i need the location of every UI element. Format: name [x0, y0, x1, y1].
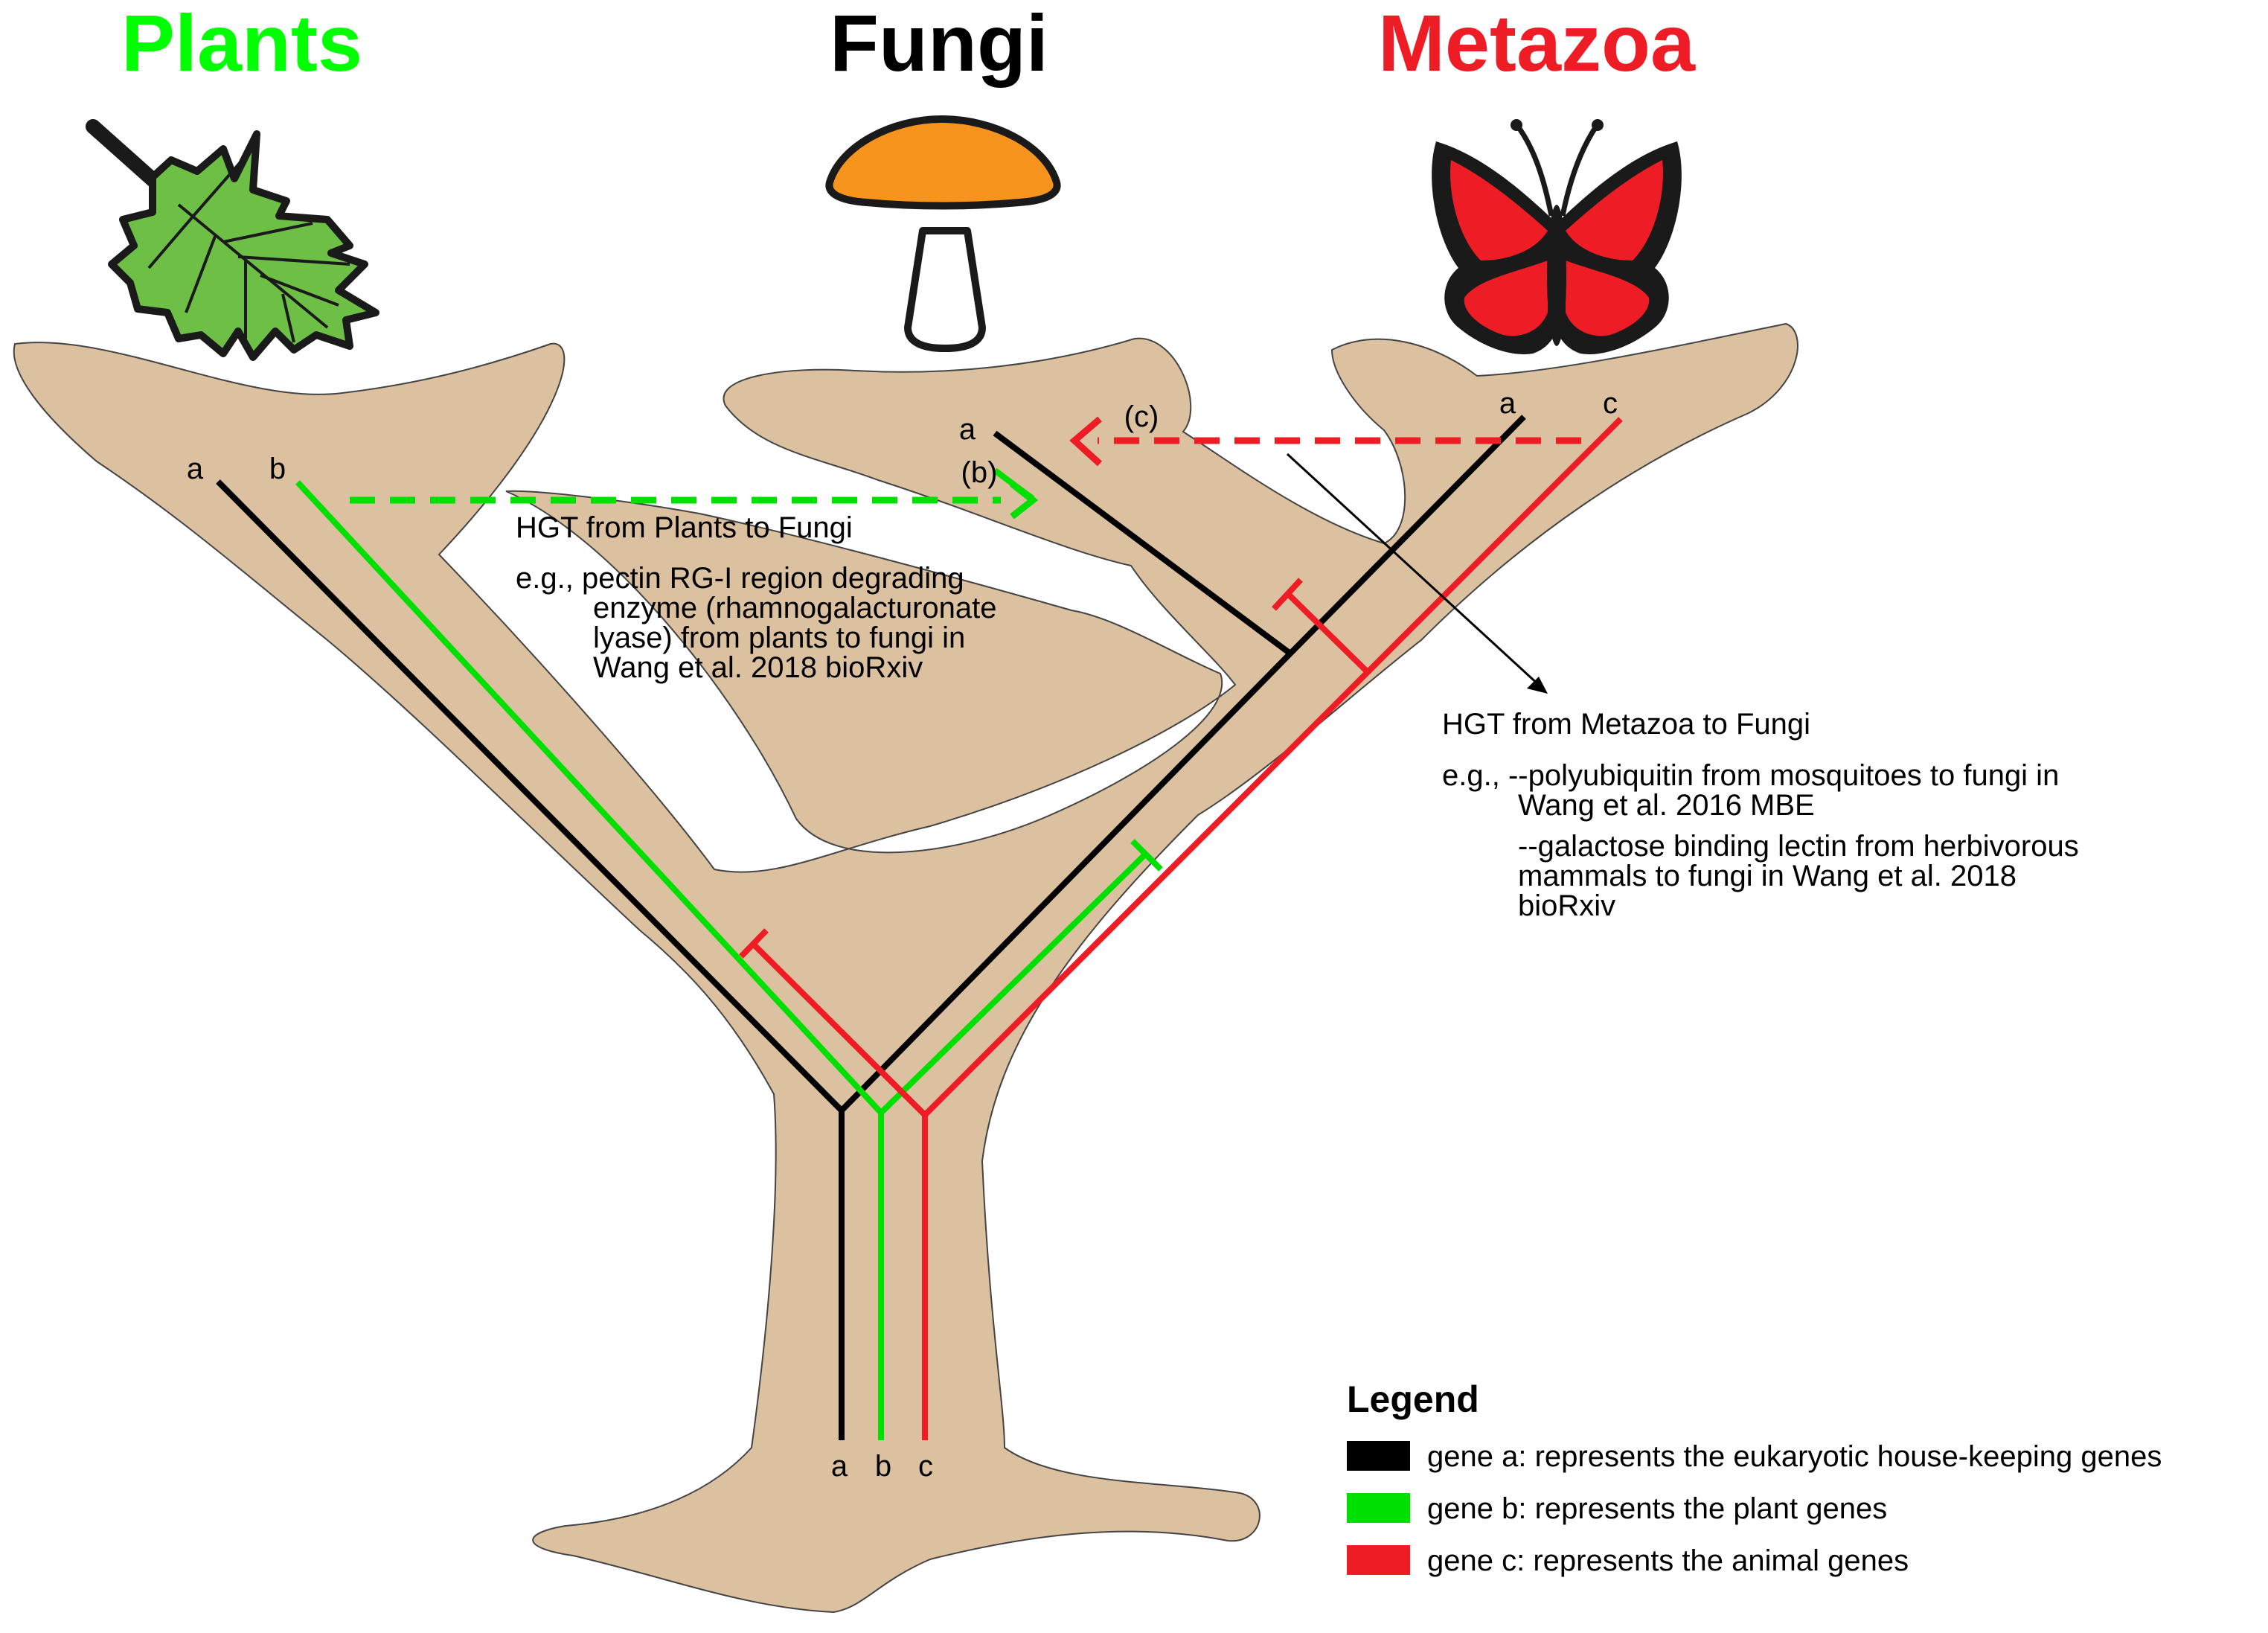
maple-leaf-icon — [86, 119, 379, 361]
hgt-plants-example-line: lyase) from plants to fungi in — [593, 621, 965, 654]
gene-lines — [216, 415, 1623, 1440]
legend-swatch-gene-b — [1347, 1493, 1410, 1523]
mushroom-icon — [825, 115, 1061, 352]
hgt-metazoa-title: HGT from Metazoa to Fungi — [1442, 708, 1810, 741]
plants-title: Plants — [121, 0, 362, 88]
hgt-metazoa-example-line: Wang et al. 2016 MBE — [1518, 789, 1815, 822]
butterfly-antenna-left — [1516, 124, 1554, 217]
hgt-metazoa-example-line: mammals to fungi in Wang et al. 2018 — [1518, 860, 2016, 892]
tree-body — [13, 322, 1798, 1614]
butterfly-wing-upper-right — [1566, 160, 1663, 261]
metazoa-gene-c-label: c — [1603, 387, 1618, 420]
legend-label-gene-b: gene b: represents the plant genes — [1427, 1492, 1887, 1525]
hgt-metazoa-example-line: bioRxiv — [1518, 889, 1615, 922]
fungi-title: Fungi — [830, 0, 1048, 88]
plants-gene-a-label: a — [187, 453, 204, 485]
fungi-gene-a-label: a — [959, 413, 976, 446]
gene-b-loss-branch — [879, 851, 1148, 1115]
butterfly-wing-upper-left — [1450, 160, 1548, 261]
mushroom-cap — [825, 115, 1061, 210]
gene-c-plants-loss-branch — [751, 942, 927, 1117]
hgt-metazoa-example-line: --galactose binding lectin from herbivor… — [1518, 830, 2079, 863]
tree-shape — [13, 322, 1798, 1614]
gene-c-metazoa-branch — [923, 417, 1623, 1117]
trunk-gene-c-label: c — [918, 1450, 933, 1483]
legend-swatch-gene-a — [1347, 1441, 1410, 1471]
hgt-arrows — [350, 416, 1581, 694]
hgt-plants-arrowhead — [1010, 481, 1039, 520]
butterfly-antenna-tip-left — [1511, 119, 1522, 131]
butterfly-antenna-right — [1560, 125, 1598, 217]
hgt-metazoa-text: HGT from Metazoa to Fungi e.g., --polyub… — [1442, 708, 2079, 922]
metazoa-gene-a-label: a — [1499, 387, 1516, 420]
hgt-plants-example-line: e.g., pectin RG-I region degrading — [516, 562, 964, 595]
butterfly-icon — [1432, 119, 1682, 354]
gene-c-fungi-loss-bar — [1272, 578, 1303, 611]
plants-gene-b-label: b — [269, 453, 286, 485]
leaf-veins — [147, 155, 350, 343]
metazoa-title: Metazoa — [1378, 0, 1696, 88]
legend: Legend gene a: represents the eukaryotic… — [1347, 1378, 2162, 1577]
gene-c-fungi-loss-branch — [1285, 591, 1370, 674]
hgt-plants-example-line: Wang et al. 2018 bioRxiv — [593, 651, 923, 684]
gene-b-loss-bar — [1130, 839, 1163, 872]
legend-label-gene-a: gene a: represents the eukaryotic house-… — [1427, 1440, 2162, 1473]
butterfly-antenna-tip-right — [1592, 119, 1604, 131]
butterfly-body — [1547, 205, 1566, 346]
leaf-blade — [108, 130, 379, 361]
gene-a-metazoa-branch — [1288, 415, 1526, 656]
gene-letter-labels: a b a (b) (c) a c a b c — [187, 387, 1618, 1483]
gene-a-plants-branch — [216, 479, 844, 1113]
fungi-gene-b-label: (b) — [961, 456, 998, 489]
legend-swatch-gene-c — [1347, 1545, 1410, 1575]
hgt-plants-title: HGT from Plants to Fungi — [516, 511, 853, 544]
legend-label-gene-c: gene c: represents the animal genes — [1427, 1544, 1909, 1577]
butterfly-wing-lower-left — [1464, 261, 1548, 336]
gene-a-main-right — [839, 651, 1292, 1113]
metazoa-callout-arrowhead — [1527, 677, 1548, 694]
hgt-metazoa-arrowhead — [1069, 416, 1103, 467]
metazoa-callout-pointer — [1286, 453, 1542, 688]
trunk-gene-a-label: a — [831, 1450, 848, 1483]
butterfly-wing-lower-right — [1566, 261, 1650, 336]
gene-a-fungi-branch — [993, 430, 1292, 656]
hgt-plants-text: HGT from Plants to Fungi e.g., pectin RG… — [516, 511, 997, 684]
trunk-gene-b-label: b — [875, 1450, 891, 1483]
fungi-gene-c-label: (c) — [1124, 400, 1159, 433]
hgt-metazoa-example-line: e.g., --polyubiquitin from mosquitoes to… — [1442, 759, 2059, 792]
legend-title: Legend — [1347, 1378, 1479, 1420]
hgt-plants-example-line: enzyme (rhamnogalacturonate — [593, 592, 997, 624]
gene-b-plants-branch — [295, 480, 883, 1115]
mushroom-stem — [904, 227, 986, 352]
gene-c-plants-loss-bar — [739, 928, 769, 959]
